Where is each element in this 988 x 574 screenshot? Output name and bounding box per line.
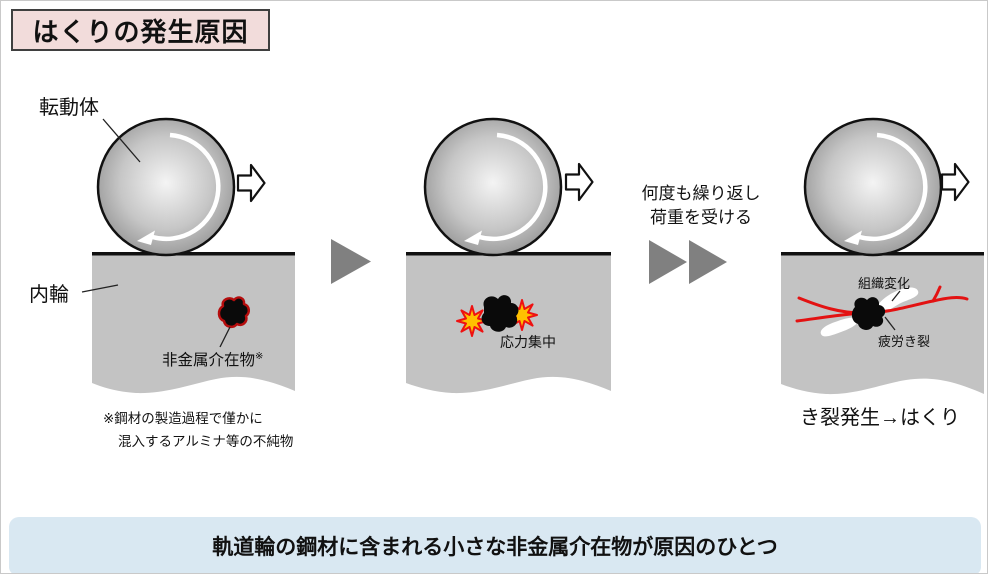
- panel3-inclusion-blob: [851, 297, 886, 330]
- panel1-direction-arrow-icon: [236, 163, 266, 203]
- microstructure-leader-line: [891, 290, 901, 302]
- fatigue-crack-leader-line: [884, 316, 896, 331]
- panel3-damage-zone: [795, 285, 969, 337]
- panel1-rolling-ball: [96, 117, 236, 257]
- repeated-load-caption-line2: 荷重を受ける: [650, 208, 752, 227]
- panel2-rolling-ball: [423, 117, 563, 257]
- microstructure-change-wing-lower: [820, 317, 859, 337]
- rolling-element-label: 転動体: [39, 97, 99, 119]
- inclusion-leader-line: [219, 326, 231, 348]
- footnote-line1: ※鋼材の製造過程で僅かに: [103, 411, 263, 426]
- fatigue-crack-label: 疲労き裂: [878, 334, 931, 349]
- footnote: ※鋼材の製造過程で僅かに 混入するアルミナ等の不純物: [103, 407, 293, 453]
- panel1-inner-ring-block: [92, 252, 295, 394]
- conclusion-banner-text: 軌道輪の鋼材に含まれる小さな非金属介在物が原因のひとつ: [212, 536, 778, 559]
- fatigue-crack-branch-right: [931, 285, 942, 303]
- inclusion-label: 非金属介在物※: [162, 348, 263, 370]
- inclusion-ref-mark: ※: [255, 350, 264, 362]
- inner-ring-leader-line: [81, 284, 119, 293]
- microstructure-change-label: 組織変化: [858, 276, 911, 291]
- page-title: はくりの発生原因: [11, 9, 270, 51]
- inclusion-label-text: 非金属介在物: [162, 352, 256, 369]
- stress-concentration-label: 応力集中: [500, 334, 556, 350]
- footnote-line2: 混入するアルミナ等の不純物: [118, 434, 294, 449]
- rolling-element-leader-line: [102, 118, 141, 163]
- repeated-load-caption-line1: 何度も繰り返し: [641, 184, 761, 203]
- panel2-direction-arrow-icon: [564, 162, 594, 202]
- fatigue-crack-main: [797, 296, 969, 315]
- microstructure-change-wing-upper: [874, 287, 919, 314]
- repeated-load-caption: 何度も繰り返し 荷重を受ける: [613, 182, 789, 230]
- panel1-inclusion-blob: [217, 296, 250, 329]
- panel3-rolling-ball: [803, 117, 943, 257]
- conclusion-banner: 軌道輪の鋼材に含まれる小さな非金属介在物が原因のひとつ: [9, 517, 981, 573]
- inner-ring-label: 内輪: [29, 284, 69, 306]
- step-arrow-icon-1: [331, 239, 371, 284]
- step-arrow-icon-3: [689, 240, 727, 284]
- panel3-direction-arrow-icon: [940, 162, 970, 202]
- crack-result-label: き裂発生→はくり: [800, 407, 960, 429]
- page-title-text: はくりの発生原因: [32, 16, 249, 47]
- panel2-stress-burst: [456, 295, 538, 337]
- step-arrow-icon-2: [649, 240, 687, 284]
- fatigue-crack-branch-left: [795, 312, 853, 323]
